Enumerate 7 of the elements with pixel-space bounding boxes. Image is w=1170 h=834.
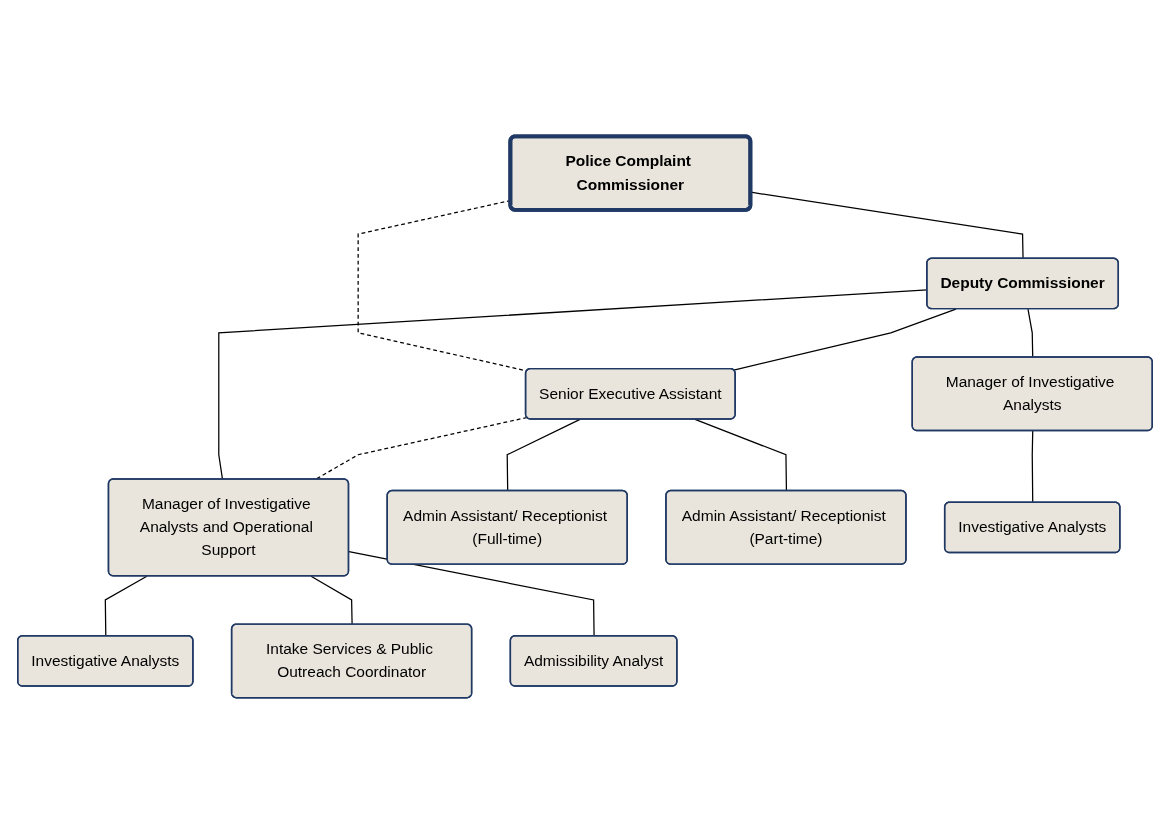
connector	[733, 308, 957, 371]
connector	[104, 575, 148, 637]
connector	[694, 418, 788, 492]
connector	[506, 418, 581, 492]
connector	[310, 575, 353, 626]
connector	[348, 551, 595, 637]
connector	[1031, 430, 1034, 504]
